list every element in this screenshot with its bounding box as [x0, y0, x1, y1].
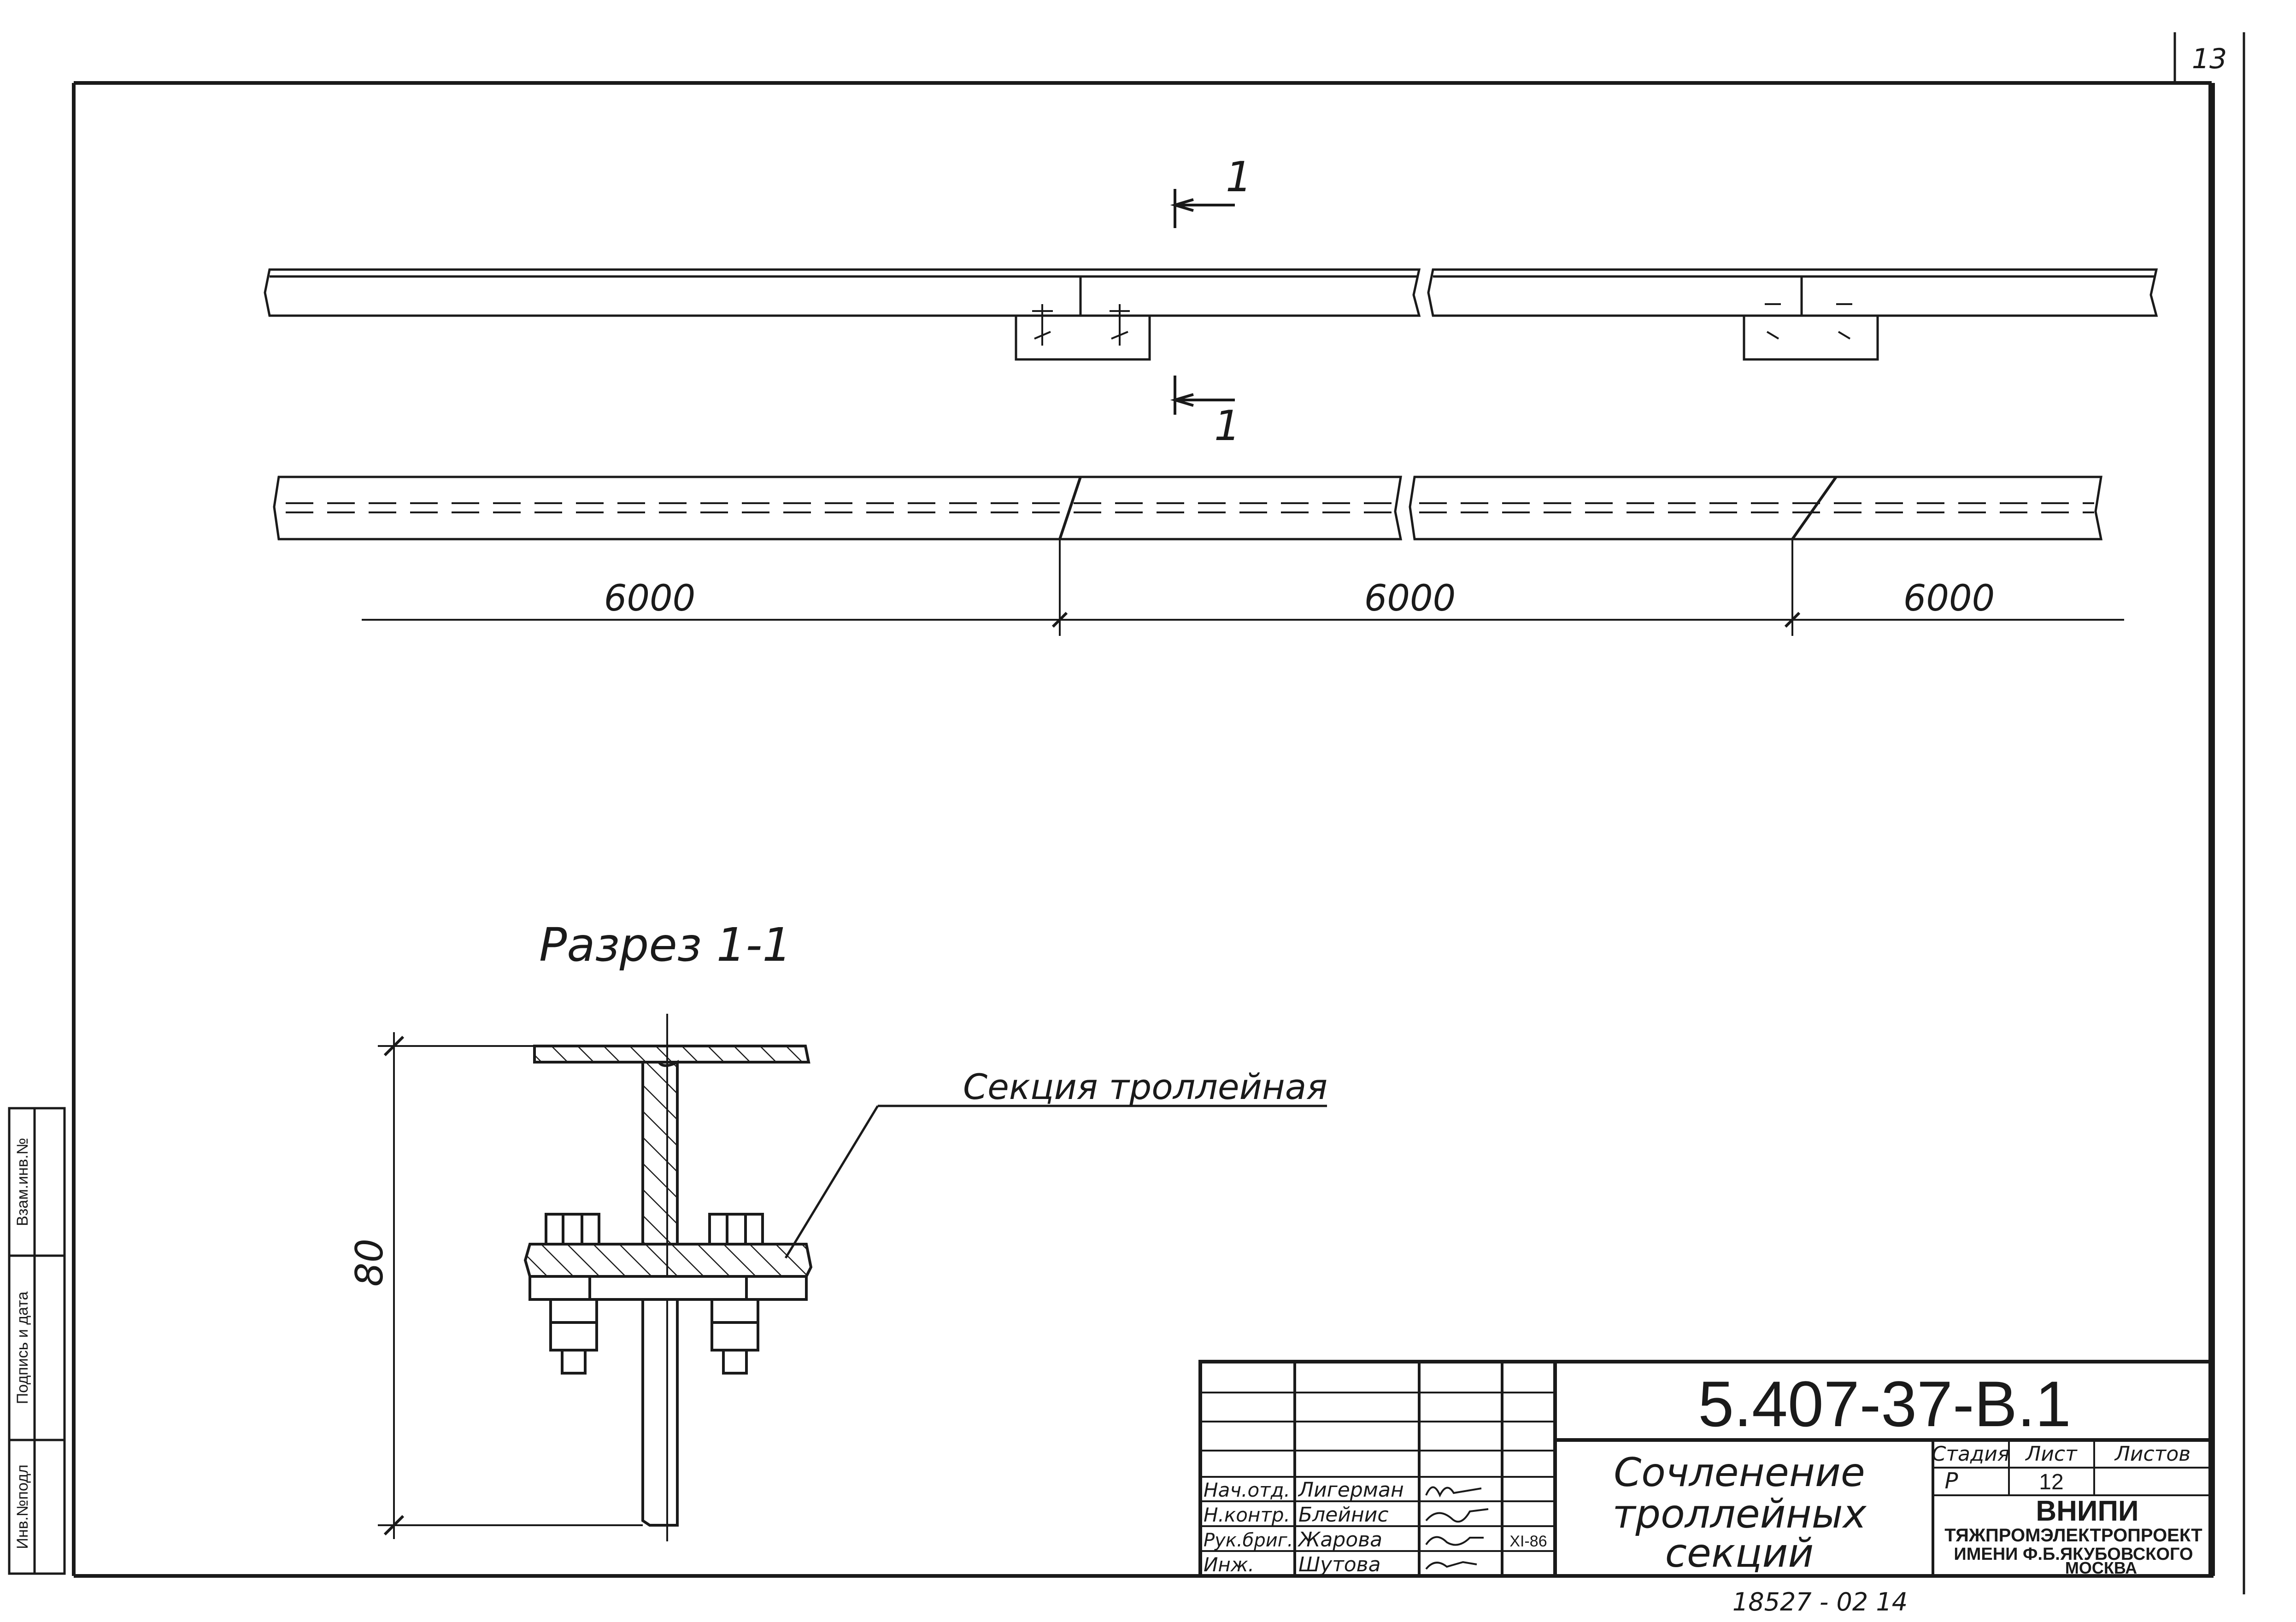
joint-plate-right	[1743, 314, 1879, 361]
clamp-plate	[528, 1275, 808, 1301]
dimension-label-2: 6000	[1364, 578, 1456, 619]
section-marker-bottom-label: 1	[1214, 402, 1240, 450]
role-4-name: Шутова	[1298, 1553, 1381, 1576]
length-dimension-line	[362, 539, 2124, 636]
title-line-1: Сочленение	[1614, 1450, 1865, 1496]
org-line-4: МОСКВА	[2065, 1558, 2137, 1577]
sheet-header: Лист	[2025, 1442, 2078, 1466]
title-block	[1198, 1360, 2214, 1578]
side-stamp-inv-label: Инв.№подл	[14, 1464, 31, 1549]
rail-plan-view	[264, 268, 2158, 361]
bolt-end-right	[722, 1349, 748, 1375]
hex-nut-bottom-left	[549, 1298, 598, 1352]
side-stamp-replace-label: Взам.инв.№	[14, 1138, 31, 1226]
title-line-3: секций	[1665, 1530, 1814, 1576]
hex-nut-top-right	[708, 1213, 764, 1246]
sheets-header: Листов	[2114, 1442, 2190, 1466]
date: XI-86	[1509, 1533, 1547, 1550]
role-1-name: Лигерман	[1298, 1478, 1404, 1502]
callout-leader	[784, 1105, 1327, 1259]
hex-nut-bottom-right	[711, 1298, 759, 1352]
bolt-end-left	[561, 1349, 587, 1375]
doc-code: 5.407-37-В.1	[1698, 1368, 2071, 1440]
role-4: Инж.	[1204, 1553, 1254, 1576]
side-stamp-signature-label: Подпись и дата	[14, 1292, 31, 1405]
org-line-3: ИМЕНИ Ф.Б.ЯКУБОВСКОГО	[1954, 1545, 2193, 1564]
side-stamp	[8, 1107, 66, 1575]
joint-plate-left	[1015, 314, 1151, 361]
section-title: Разрез 1-1	[539, 918, 792, 972]
sheet-value: 12	[2039, 1470, 2063, 1494]
role-3-name: Жарова	[1297, 1528, 1382, 1551]
sheet-frame	[72, 32, 2245, 1594]
role-3: Рук.бриг.	[1204, 1530, 1293, 1551]
section-height-dimension	[378, 1032, 643, 1539]
section-1-1-drawing	[523, 1014, 813, 1541]
role-2: Н.контр.	[1204, 1504, 1290, 1526]
org-line-2: ТЯЖПРОМЭЛЕКТРОПРОЕКТ	[1944, 1525, 2202, 1546]
title-line-2: троллейных	[1612, 1491, 1867, 1537]
hex-nut-top-left	[545, 1213, 600, 1246]
section-marker-top-label: 1	[1226, 153, 1252, 201]
stage-header: Стадия	[1932, 1442, 2010, 1466]
section-height-label: 80	[348, 1239, 392, 1287]
dimension-label-3: 6000	[1903, 578, 1995, 619]
footer-code: 18527 - 02 14	[1732, 1587, 1908, 1616]
rail-elevation-view	[273, 476, 2103, 541]
callout-label: Секция троллейная	[963, 1066, 1327, 1107]
dimension-label-1: 6000	[604, 578, 696, 619]
role-1: Нач.отд.	[1204, 1479, 1290, 1501]
stage-value: Р	[1945, 1468, 1958, 1494]
org-line-1: ВНИПИ	[2036, 1495, 2138, 1527]
section-cut-markers	[1170, 189, 1235, 415]
signatures	[1425, 1486, 1489, 1570]
role-2-name: Блейнис	[1298, 1503, 1389, 1527]
sheet-number: 13	[2192, 43, 2227, 75]
